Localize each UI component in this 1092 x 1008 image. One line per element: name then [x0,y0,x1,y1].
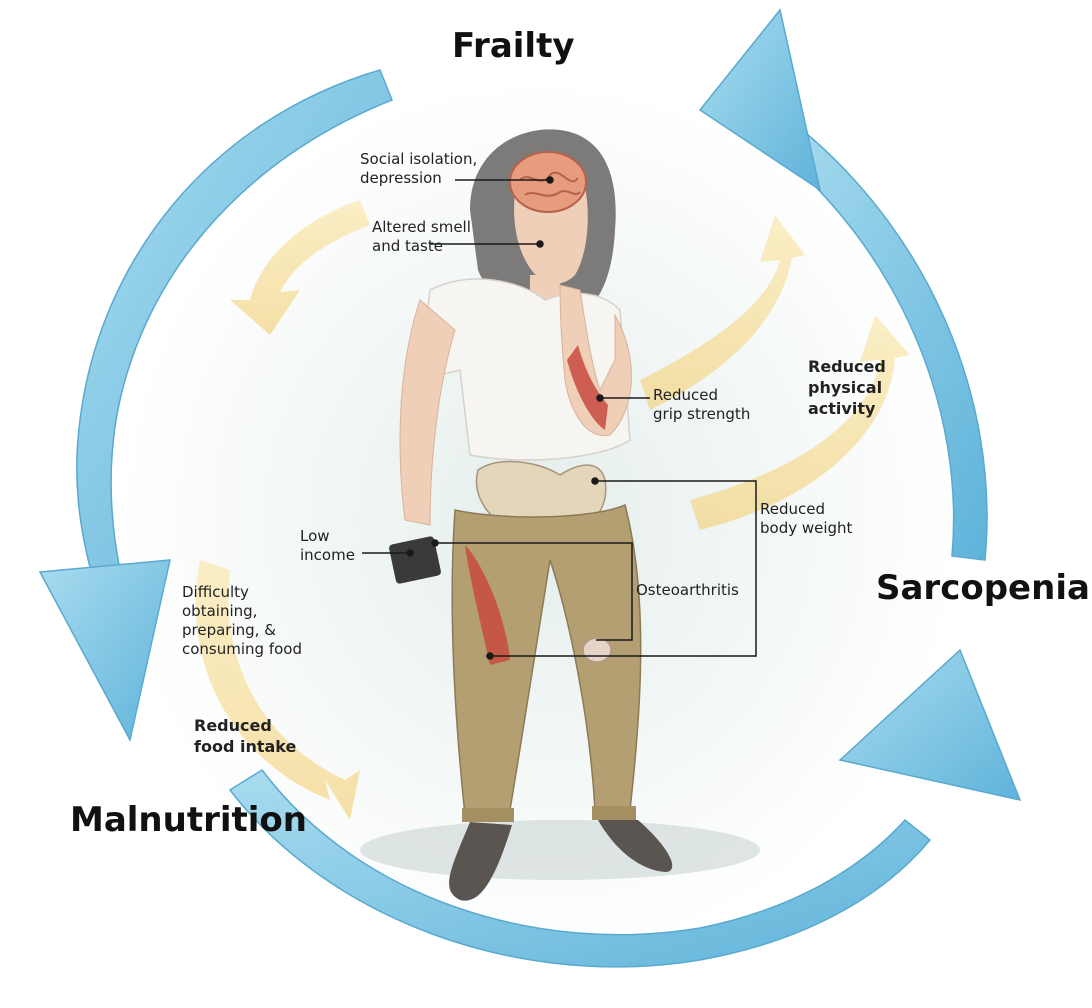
sarcopenia-label: Sarcopenia [876,568,1090,608]
frailty-label: Frailty [452,26,575,66]
floor-shadow [360,820,760,880]
malnutrition-label: Malnutrition [70,800,307,840]
altered-smell-callout: Altered smell and taste [372,218,471,256]
arrow-head-malnutrition [40,560,170,740]
osteoarthritis-callout: Osteoarthritis [636,581,739,600]
knee-joint-icon [583,638,611,662]
reduced-physical-activity-label: Reduced physical activity [808,356,886,419]
low-income-callout: Low income [300,527,355,565]
body-weight-callout: Reduced body weight [760,500,852,538]
reduced-food-intake-label: Reduced food intake [194,715,296,757]
difficulty-food-label: Difficulty obtaining, preparing, & consu… [182,583,302,659]
grip-strength-callout: Reduced grip strength [653,386,750,424]
social-isolation-callout: Social isolation, depression [360,150,477,188]
